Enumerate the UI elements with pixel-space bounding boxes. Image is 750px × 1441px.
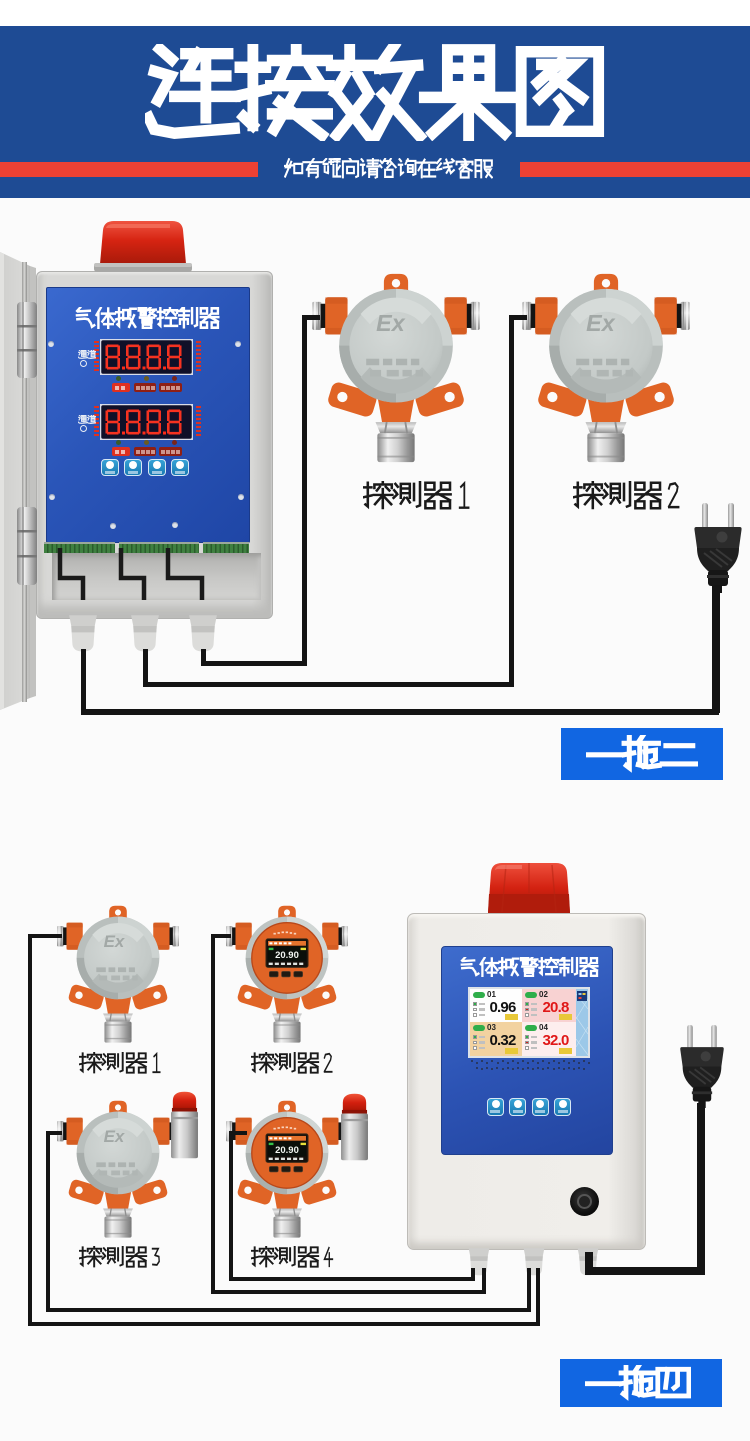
svg-text:Ex: Ex <box>376 310 406 336</box>
svg-text:Ex: Ex <box>586 310 616 336</box>
svg-text:Ex: Ex <box>104 1127 125 1146</box>
svg-text:20.90: 20.90 <box>275 1145 299 1156</box>
svg-text:Ex: Ex <box>104 932 125 951</box>
svg-text:20.90: 20.90 <box>275 950 299 961</box>
